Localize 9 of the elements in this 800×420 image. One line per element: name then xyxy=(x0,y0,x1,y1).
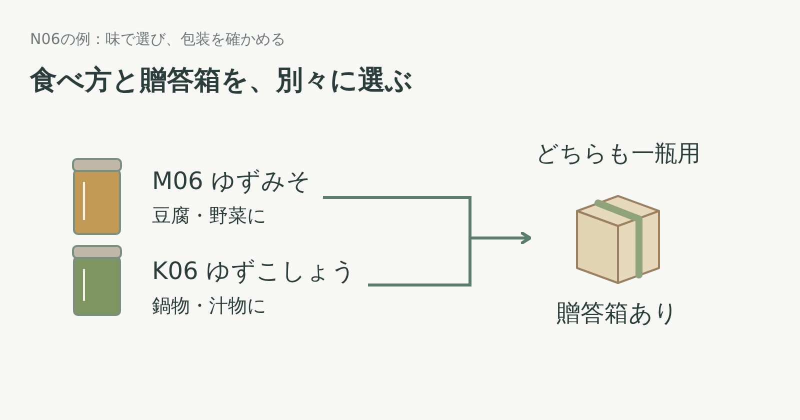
note-text: どちらも一瓶用 xyxy=(534,140,702,169)
box-caption: 贈答箱あり xyxy=(556,298,680,329)
product-name: M06 ゆずみそ xyxy=(152,166,311,197)
usage-text: 豆腐・野菜に xyxy=(152,204,266,229)
subtitle: N06の例：味で選び、包装を確かめる xyxy=(30,30,286,49)
bracket-arrow xyxy=(368,232,532,286)
title: 食べ方と贈答箱を、別々に選ぶ xyxy=(30,64,413,98)
product-name: K06 ゆずこしょう xyxy=(152,256,356,287)
usage-text: 鍋物・汁物に xyxy=(152,294,266,319)
